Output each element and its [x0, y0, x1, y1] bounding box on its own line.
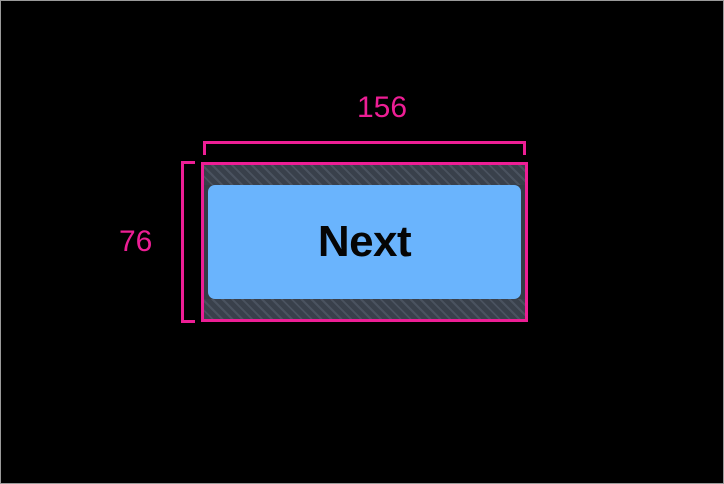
next-button-label: Next: [317, 217, 412, 266]
measured-element[interactable]: Next: [204, 165, 525, 319]
next-button[interactable]: Next: [208, 185, 521, 299]
padding-band-bottom: [204, 299, 525, 319]
padding-band-top: [204, 165, 525, 185]
width-dimension-label: 156: [356, 91, 408, 124]
width-dimension-bracket: [203, 141, 526, 155]
height-dimension-label: 76: [119, 225, 153, 258]
height-dimension-bracket: [181, 161, 195, 323]
